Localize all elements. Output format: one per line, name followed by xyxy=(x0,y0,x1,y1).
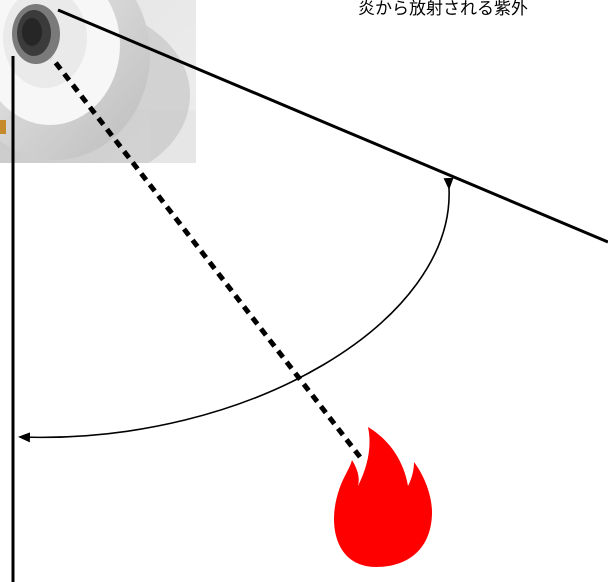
sensor-photo xyxy=(0,0,230,185)
detection-angle-arrow xyxy=(20,188,449,437)
fire-icon xyxy=(334,427,432,567)
